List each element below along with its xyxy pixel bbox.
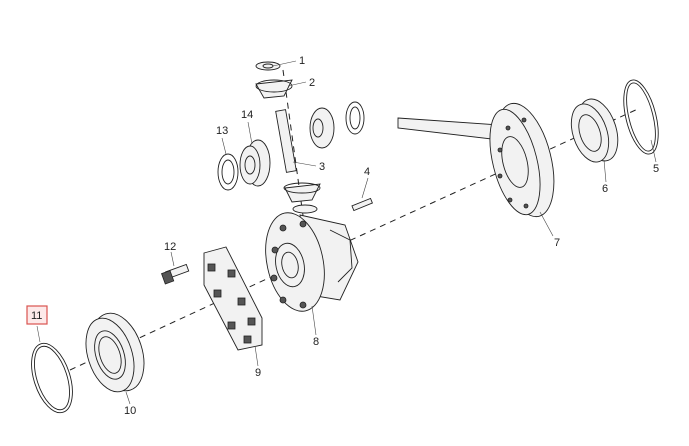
callout-10[interactable]: 10 (124, 405, 136, 417)
callout-12[interactable]: 12 (164, 241, 176, 253)
part-9-lock-plate[interactable] (203, 246, 263, 351)
callout-11[interactable]: 11 (31, 310, 42, 322)
callout-9[interactable]: 9 (255, 367, 261, 379)
side-gear-opposite (309, 107, 335, 149)
part-1-thrust-washer[interactable] (255, 61, 281, 71)
callout-8[interactable]: 8 (313, 336, 319, 348)
part-13-thrust-washer[interactable] (217, 153, 239, 191)
callout-3[interactable]: 3 (319, 161, 325, 173)
callout-7[interactable]: 7 (554, 237, 560, 249)
part-12-bolt[interactable] (161, 263, 190, 285)
part-7-ring-gear[interactable] (397, 97, 564, 222)
callout-2[interactable]: 2 (309, 77, 315, 89)
callout-11-highlight-box (26, 305, 48, 325)
part-10-bearing[interactable] (77, 307, 153, 398)
part-8-differential-case[interactable] (257, 207, 359, 316)
part-11-snap-ring[interactable] (24, 338, 80, 418)
callout-1[interactable]: 1 (299, 55, 305, 67)
part-3-cross-shaft[interactable] (275, 109, 297, 173)
callout-6[interactable]: 6 (602, 183, 608, 195)
part-2-pinion-gear-upper[interactable] (255, 79, 293, 99)
callout-4[interactable]: 4 (364, 166, 370, 178)
part-6-bearing[interactable] (565, 94, 625, 167)
part-5-snap-ring[interactable] (617, 76, 664, 157)
part-3-pinion-gear-lower[interactable] (283, 182, 321, 214)
callout-5[interactable]: 5 (653, 163, 659, 175)
callout-13[interactable]: 13 (216, 125, 228, 137)
callout-14[interactable]: 14 (241, 109, 253, 121)
leader-lines (36, 60, 657, 405)
part-4-pin[interactable] (351, 197, 373, 212)
part-14-side-gear[interactable] (239, 139, 271, 187)
assembly-axis-vertical (282, 69, 306, 231)
thrust-washer-opposite (345, 101, 365, 135)
